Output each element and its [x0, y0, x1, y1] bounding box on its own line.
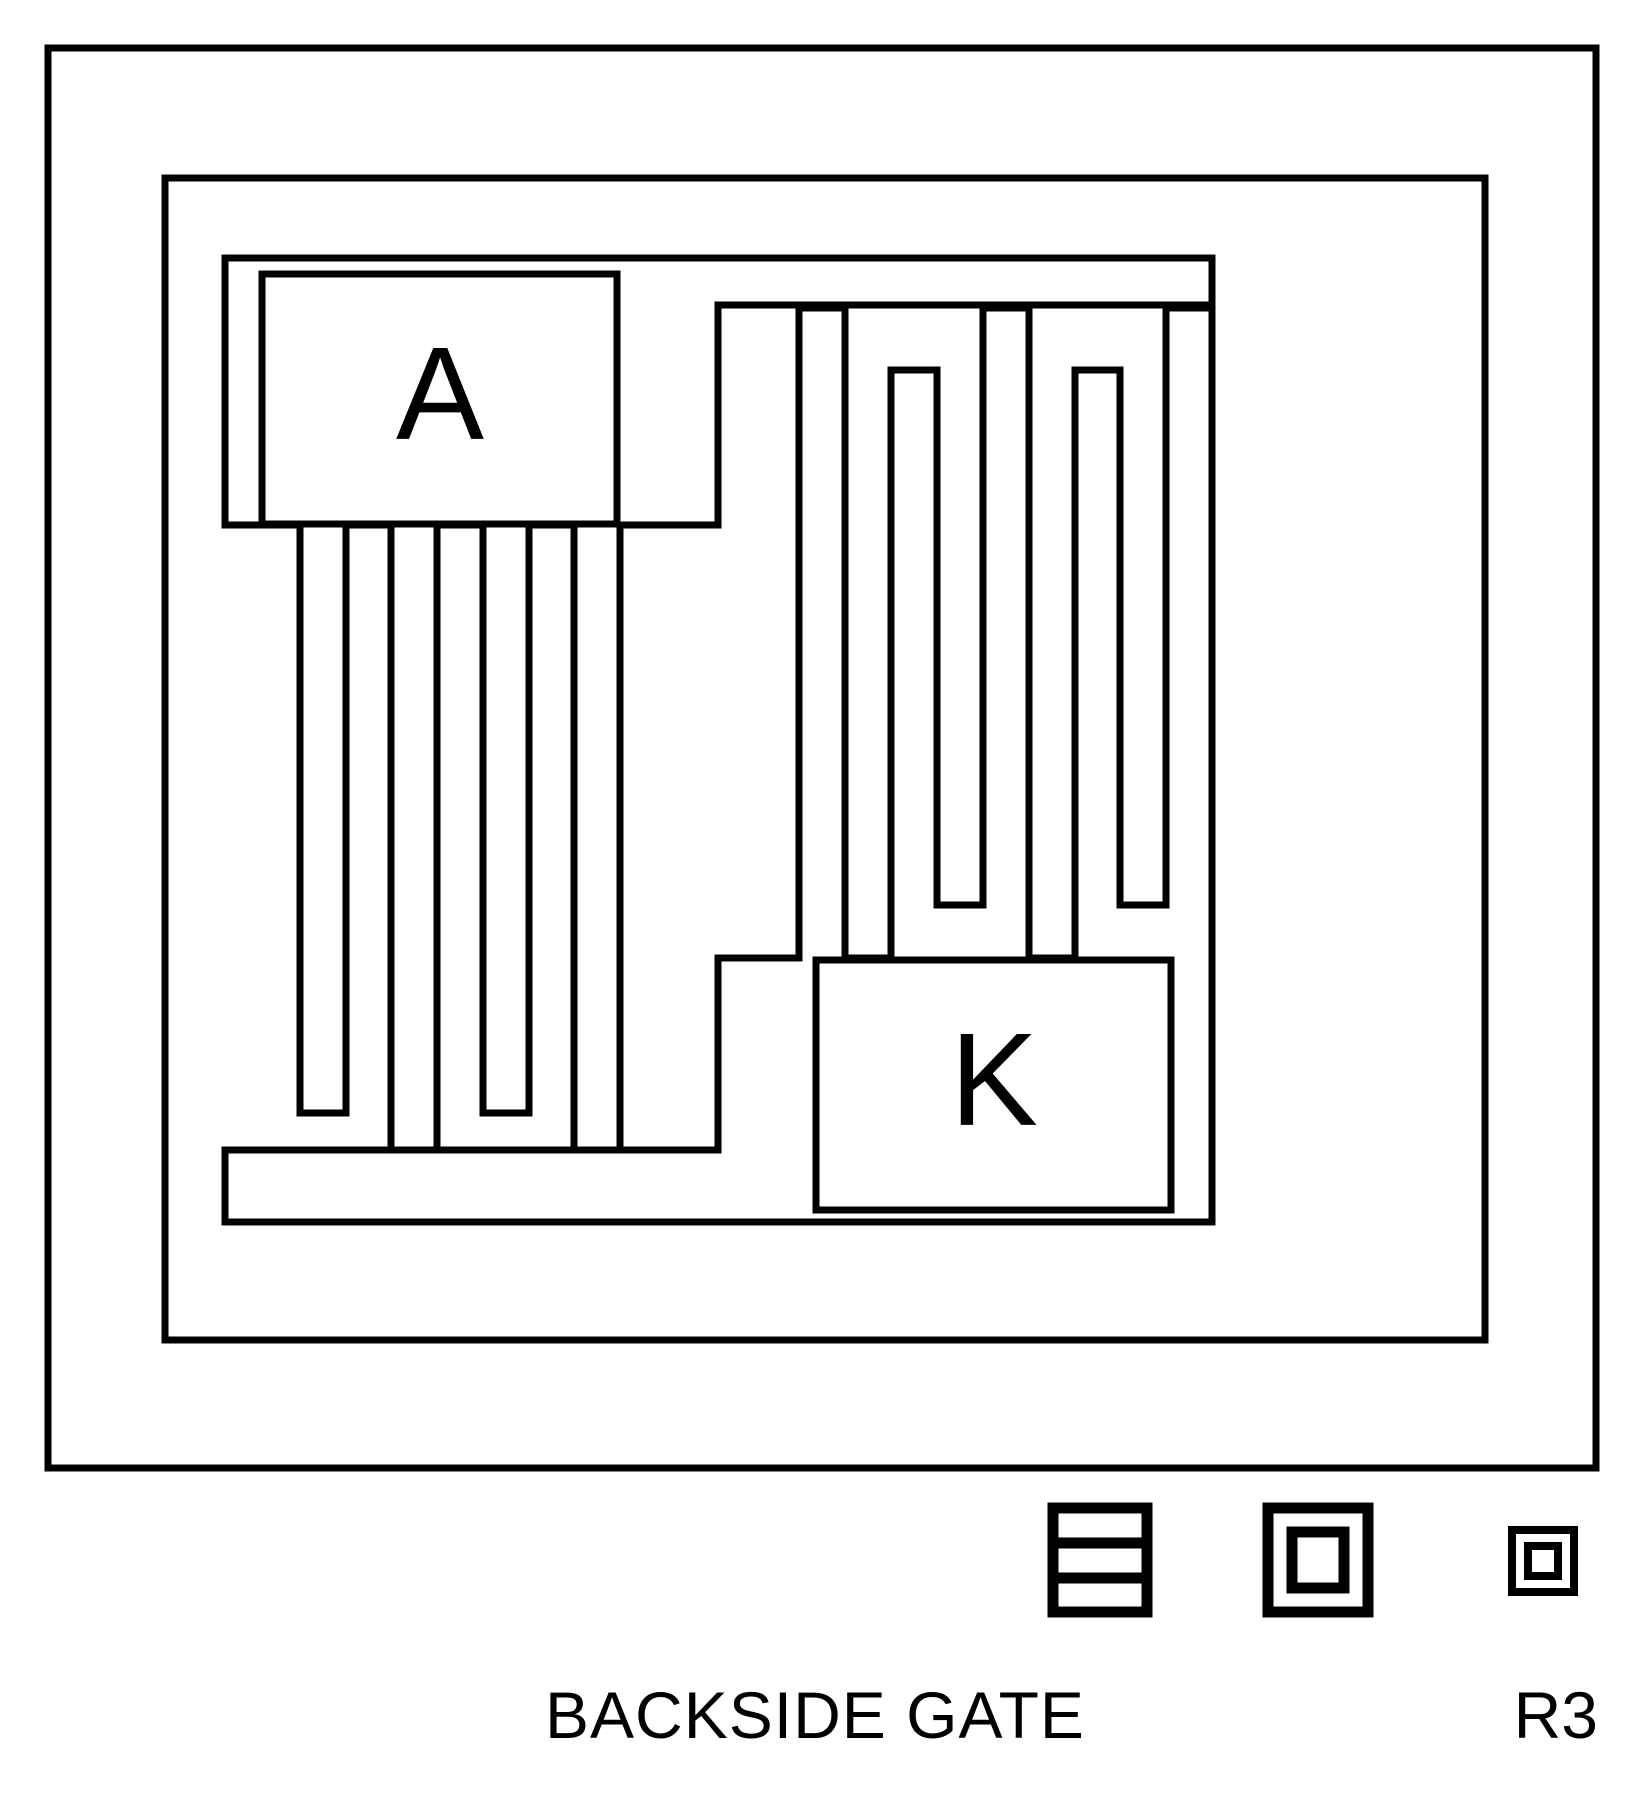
anode-electrode-outline — [221, 254, 1216, 1154]
outer-die-border — [44, 44, 1600, 1472]
concentric-square-alignment-mark-small — [1508, 1526, 1578, 1596]
drawing-title-caption: BACKSIDE GATE — [545, 1678, 1085, 1752]
cathode-electrode-outline — [221, 304, 1216, 1226]
anode-pad-label: A — [396, 320, 484, 467]
cathode-pad-label: K — [950, 1006, 1038, 1153]
inner-die-border — [161, 174, 1489, 1344]
concentric-square-alignment-mark-large — [1262, 1502, 1374, 1618]
cathode-bond-pad — [812, 956, 1175, 1214]
revision-label: R3 — [1514, 1678, 1598, 1752]
anode-bond-pad — [258, 270, 621, 528]
three-bar-alignment-mark — [1047, 1502, 1153, 1618]
